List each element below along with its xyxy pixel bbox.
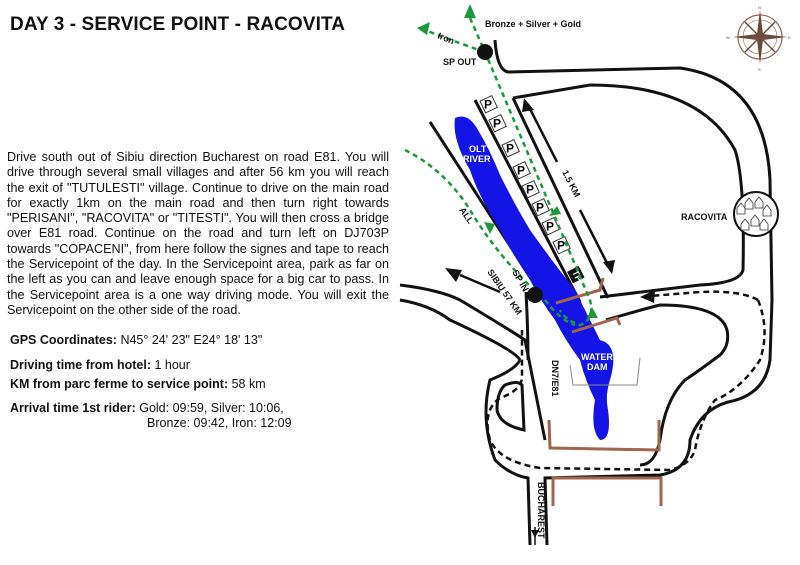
houses-icon xyxy=(736,196,772,231)
exit-main-label: Bronze + Silver + Gold xyxy=(485,19,581,29)
river-label-2: RIVER xyxy=(463,154,491,164)
parking-spot xyxy=(521,179,540,199)
km-label: KM from parc ferme to service point: xyxy=(10,377,229,391)
parking-spot xyxy=(488,113,507,133)
compass-s: S xyxy=(758,67,761,72)
arrow-up-icon xyxy=(587,307,598,318)
compass-rose-icon: N S E W xyxy=(726,5,791,72)
one-way-route-top xyxy=(649,290,759,302)
arrow-icon xyxy=(445,268,462,282)
distance-label: 1.5 KM xyxy=(560,168,582,198)
one-way-route xyxy=(486,299,766,472)
parking-label: P xyxy=(506,142,514,156)
parking-label: P xyxy=(536,201,544,215)
driving-value: 1 hour xyxy=(154,358,190,372)
bucharest-label: BUCHAREST xyxy=(536,482,546,539)
distance-arrow xyxy=(526,104,610,266)
village-label: RACOVITA xyxy=(681,212,728,222)
parking-label: P xyxy=(526,183,534,197)
compass-e: E xyxy=(788,35,791,40)
gps-value: N45° 24' 23" E24° 18' 13" xyxy=(120,333,263,347)
parking-spot xyxy=(501,138,520,158)
arrow-up-icon xyxy=(549,206,561,216)
arrow-icon xyxy=(531,530,539,538)
arrow-up-icon xyxy=(522,98,534,112)
arrival-label: Arrival time 1st rider: xyxy=(10,401,136,415)
sp-out-label: SP OUT xyxy=(443,57,477,67)
parking-label: P xyxy=(484,98,492,112)
parking-label: P xyxy=(517,164,525,178)
road-label: DN7/E81 xyxy=(550,360,560,397)
arrow-icon xyxy=(640,290,655,303)
directions-text: Drive south out of Sibiu direction Bucha… xyxy=(7,150,389,317)
arrow-left-icon xyxy=(417,22,430,35)
driving-time: Driving time from hotel: 1 hour xyxy=(10,358,190,372)
compass-w: W xyxy=(726,35,730,40)
parking-label: P xyxy=(546,220,554,234)
parking-spot xyxy=(531,197,550,217)
parking-label: P xyxy=(493,117,501,131)
driving-label: Driving time from hotel: xyxy=(10,358,151,372)
arrow-down-icon xyxy=(484,222,495,234)
bridges xyxy=(547,277,663,506)
arrow-down-icon xyxy=(603,260,615,274)
dam-label-1: WATER xyxy=(581,352,613,362)
arrival-line1: Gold: 09:59, Silver: 10:06, xyxy=(139,401,284,415)
olt-river xyxy=(454,116,614,440)
gps-coordinates: GPS Coordinates: N45° 24' 23" E24° 18' 1… xyxy=(10,333,262,347)
compass-n: N xyxy=(758,5,761,10)
parking-label: P xyxy=(557,239,565,253)
sibiu-arrow xyxy=(459,273,501,294)
sp-in-marker xyxy=(527,287,543,303)
page-title: DAY 3 - SERVICE POINT - RACOVITA xyxy=(10,14,346,35)
dam-label-2: DAM xyxy=(587,362,608,372)
arrival-time: Arrival time 1st rider: Gold: 09:59, Sil… xyxy=(10,401,284,415)
parking-spot xyxy=(479,94,498,114)
arrow-up-icon xyxy=(464,4,476,18)
km-value: 58 km xyxy=(231,377,266,391)
arrival-line2: Bronze: 09:42, Iron: 12:09 xyxy=(147,416,292,430)
parking-spot xyxy=(512,160,531,180)
service-route xyxy=(404,17,593,327)
parking-spot xyxy=(552,235,571,255)
river-label-1: OLT xyxy=(469,144,487,154)
all-label: ALL xyxy=(457,205,476,225)
parking-spot xyxy=(541,216,560,236)
km-distance: KM from parc ferme to service point: 58 … xyxy=(10,377,266,391)
dam-outline xyxy=(569,357,641,386)
exit-iron-label: Iron xyxy=(436,31,456,47)
gps-label: GPS Coordinates: xyxy=(10,333,117,347)
sp-out-marker xyxy=(477,44,493,60)
